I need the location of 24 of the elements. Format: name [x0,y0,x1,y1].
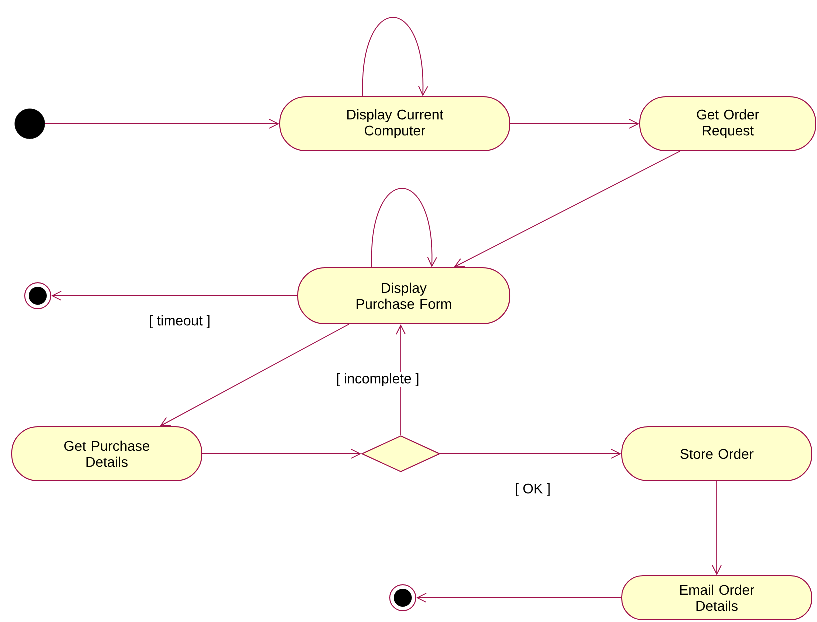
edge-label: [ OK ] [514,482,552,498]
arrow [202,449,362,459]
start-dot [14,108,46,140]
edge-label: [ timeout ] [148,314,212,330]
arrow [440,449,622,459]
arrow [416,593,622,603]
arrow [52,291,298,301]
action-box: Email Order Details [622,576,812,620]
arrow [372,188,438,268]
arrow [454,151,680,268]
end-bullseye [390,584,416,612]
action-box: Get Order Request [640,96,816,152]
arrow [510,119,640,129]
action-box: Store Order [622,426,812,482]
action-box: Display Current Computer [280,96,510,152]
action-box: Get Purchase Details [12,426,202,482]
arrow [396,324,406,436]
arrow [160,324,350,426]
arrow [362,17,428,97]
end-bullseye [24,282,52,310]
action-box: Display Purchase Form [298,268,510,324]
arrow [712,481,722,576]
arrow [44,119,280,129]
edge-label: [ incomplete ] [335,372,421,388]
